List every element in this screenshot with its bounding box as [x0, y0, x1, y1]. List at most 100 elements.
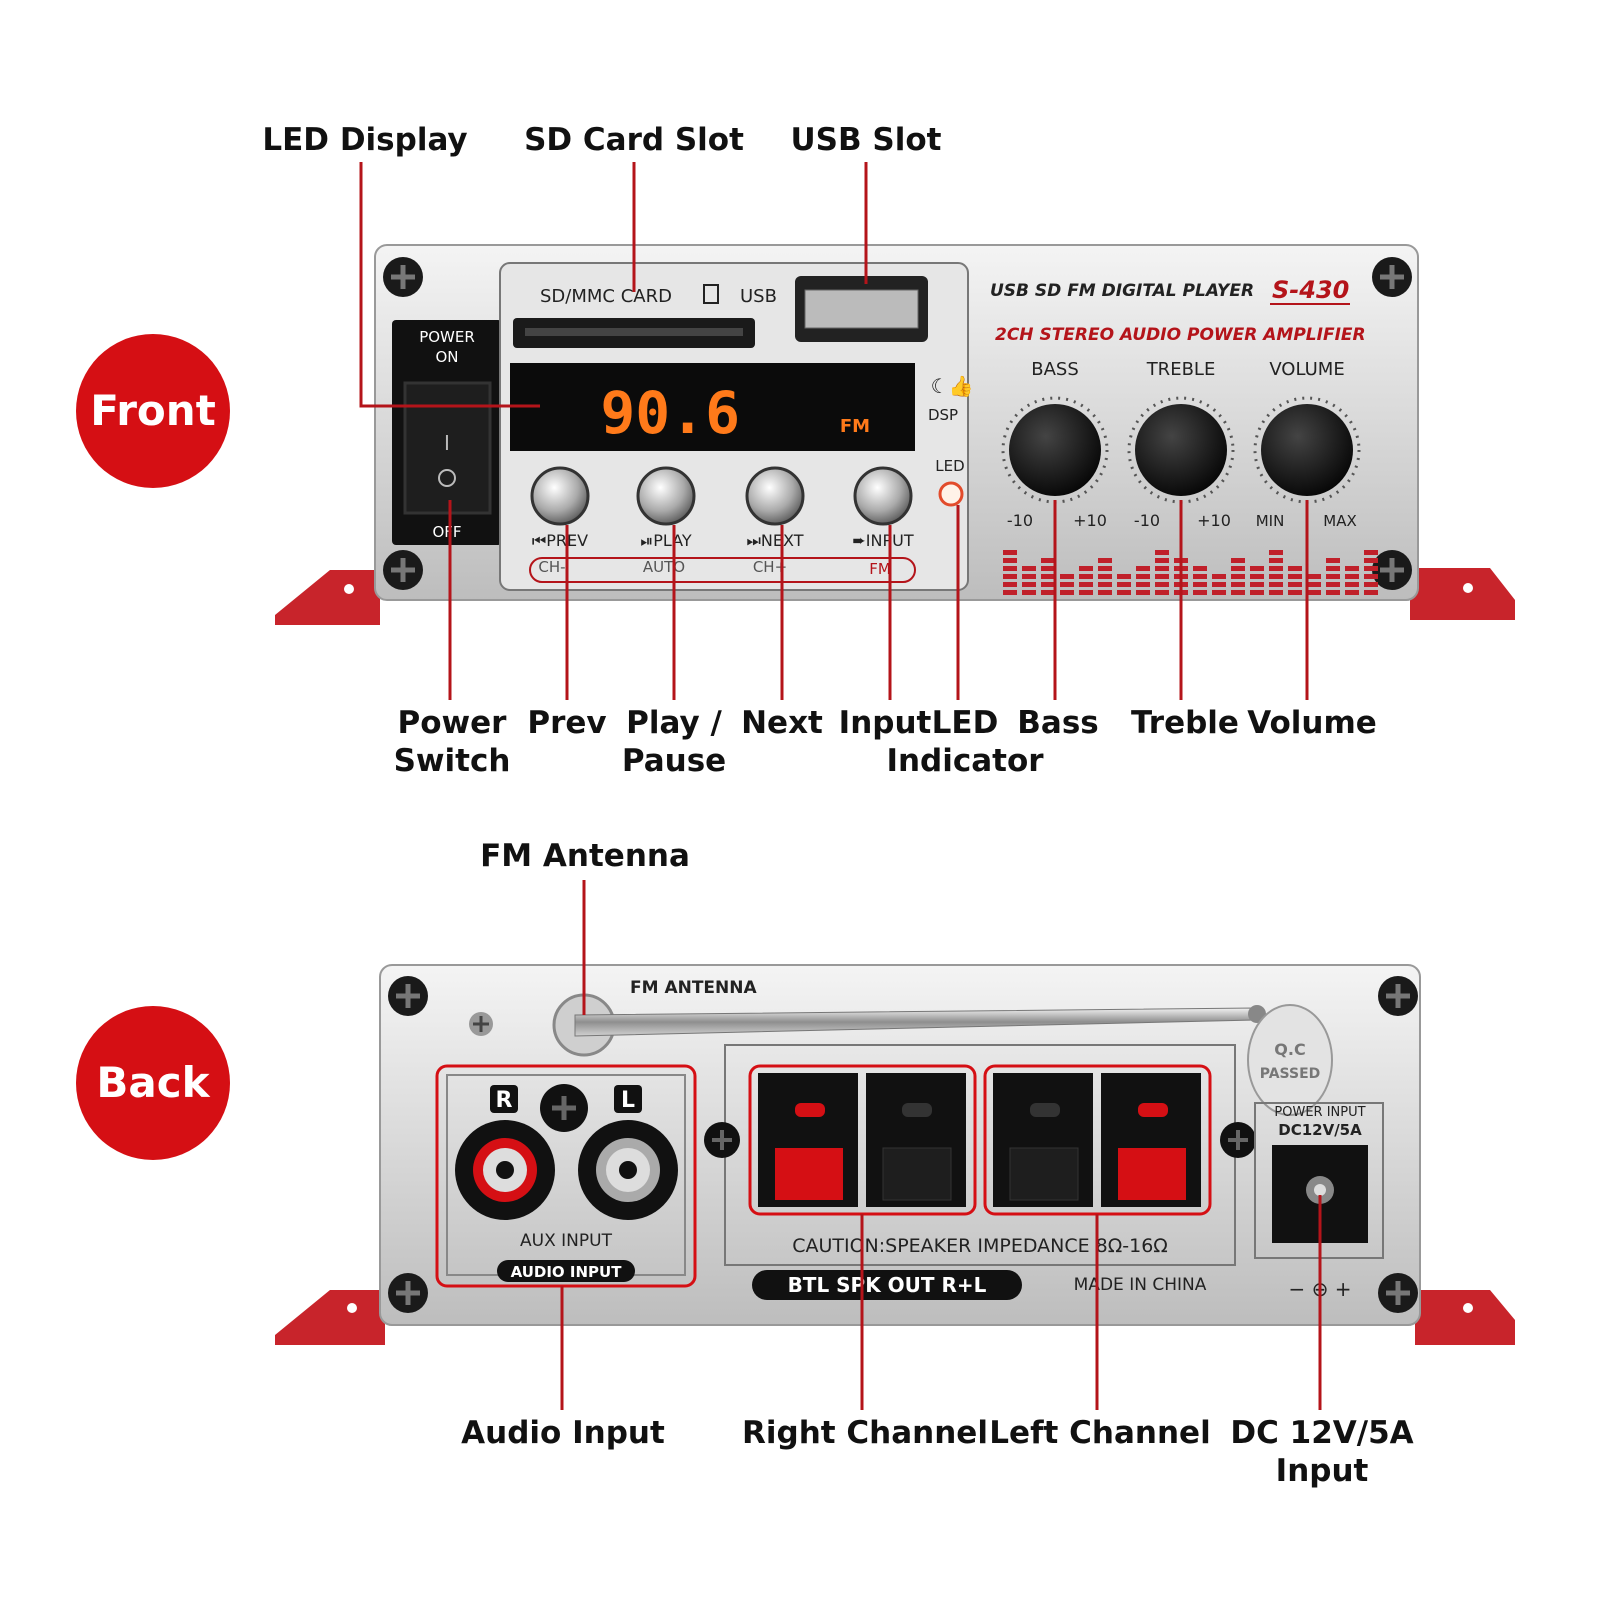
aux-input-label: AUX INPUT — [520, 1231, 613, 1251]
eq-bar-segment — [1307, 590, 1321, 595]
volume-knob-body[interactable] — [1261, 404, 1353, 496]
eq-bar-segment — [1307, 574, 1321, 579]
sd-card-label: SD/MMC CARD — [540, 286, 672, 307]
screw-icon — [388, 976, 428, 1016]
play-pause-button[interactable]: ⏯PLAY AUTO — [636, 466, 696, 576]
eq-bar-segment — [1041, 574, 1055, 579]
eq-bar-segment — [1117, 574, 1131, 579]
eq-bar-segment — [1098, 566, 1112, 571]
fm-antenna-label: FM ANTENNA — [630, 978, 757, 998]
led-label: LED — [935, 457, 964, 475]
treble-knob-body[interactable] — [1135, 404, 1227, 496]
next-button-sublabel: CH+ — [753, 558, 787, 576]
eq-bar-segment — [1079, 574, 1093, 579]
eq-bar-segment — [1326, 558, 1340, 563]
eq-bar-segment — [1364, 566, 1378, 571]
btl-tag — [752, 1270, 1022, 1300]
eq-bar-segment — [1022, 574, 1036, 579]
eq-bar-segment — [1041, 558, 1055, 563]
callout-led-1: LED — [932, 705, 999, 741]
eq-bar-segment — [1003, 550, 1017, 555]
left-channel-terminals[interactable] — [993, 1073, 1201, 1207]
screw-icon — [1372, 257, 1412, 297]
power-on-label-1: POWER — [419, 328, 475, 346]
eq-bar-segment — [1041, 590, 1055, 595]
aux-left-jack[interactable] — [578, 1120, 678, 1220]
qc-sticker-body — [1247, 1004, 1333, 1116]
input-button-sublabel: FM — [869, 560, 891, 578]
eq-bar-segment — [1269, 590, 1283, 595]
eq-bar-segment — [1250, 582, 1264, 587]
eq-bar-segment — [1212, 590, 1226, 595]
flange-hole — [344, 584, 354, 594]
eq-bar-segment — [1060, 590, 1074, 595]
screw-icon — [388, 1273, 428, 1313]
screw-icon — [704, 1122, 740, 1158]
aux-r-label: R — [496, 1088, 513, 1113]
eq-bar-segment — [1269, 558, 1283, 563]
button-sub-label-track — [529, 557, 916, 583]
callout-next: Next — [741, 705, 823, 741]
eq-bar-segment — [1022, 582, 1036, 587]
back-right-flange — [1415, 1290, 1515, 1345]
btl-label: BTL SPK OUT R+L — [788, 1273, 987, 1297]
aux-right-jack[interactable] — [455, 1120, 555, 1220]
caution-label: CAUTION:SPEAKER IMPEDANCE 8Ω-16Ω — [792, 1235, 1168, 1257]
callout-right-channel: Right Channel — [742, 1415, 988, 1451]
input-button[interactable]: ➨INPUT FM — [852, 466, 914, 578]
sd-card-slot-opening — [525, 328, 743, 336]
volume-knob[interactable]: VOLUME MIN MAX — [1253, 359, 1361, 530]
eq-bar-segment — [1250, 566, 1264, 571]
eq-bar-segment — [1231, 582, 1245, 587]
eq-bar-segment — [1136, 590, 1150, 595]
screw-icon — [383, 257, 423, 297]
eq-bar-segment — [1250, 590, 1264, 595]
back-callouts: FM Antenna Audio Input Right Channel Lef… — [461, 838, 1413, 1489]
right-channel-terminals[interactable] — [758, 1073, 966, 1207]
eq-bar-segment — [1193, 566, 1207, 571]
callout-dc-input-1: DC 12V/5A — [1230, 1415, 1413, 1451]
eq-bar-segment — [1288, 590, 1302, 595]
aux-input-highlight — [435, 1064, 697, 1288]
next-button[interactable]: ⏭NEXT CH+ — [745, 466, 805, 576]
eq-bar-segment — [1117, 590, 1131, 595]
eq-bar-segment — [1136, 574, 1150, 579]
callout-left-channel: Left Channel — [989, 1415, 1210, 1451]
front-callouts: LED Display SD Card Slot USB Slot Power … — [262, 122, 1376, 779]
callout-prev: Prev — [527, 705, 606, 741]
eq-bar-segment — [1022, 590, 1036, 595]
eq-bar-segment — [1345, 590, 1359, 595]
led-display-value: 90.6 — [600, 379, 740, 447]
sd-card-icon — [703, 284, 719, 304]
callout-power-1: Power — [398, 705, 508, 741]
eq-bar-segment — [1098, 582, 1112, 587]
eq-bar-segment — [1288, 582, 1302, 587]
bass-knob-body[interactable] — [1009, 404, 1101, 496]
treble-min-label: -10 — [1134, 511, 1160, 530]
eq-bar-segment — [1155, 550, 1169, 555]
front-unit: POWER ON I OFF SD/MMC CARD USB 90.6 FM D… — [275, 244, 1515, 625]
eq-bar-segment — [1136, 566, 1150, 571]
eq-bar-segment — [1079, 590, 1093, 595]
power-on-label-2: ON — [435, 348, 458, 366]
eq-bar-segment — [1269, 582, 1283, 587]
eq-bar-segment — [1288, 566, 1302, 571]
callout-usb-slot: USB Slot — [791, 122, 942, 158]
power-switch[interactable]: POWER ON I OFF — [392, 320, 502, 545]
screw-icon — [540, 1084, 588, 1132]
model-number: S-430 — [1272, 276, 1349, 304]
treble-knob[interactable]: TREBLE -10 +10 — [1127, 359, 1235, 530]
eq-bar-segment — [1060, 574, 1074, 579]
power-off-label: OFF — [432, 523, 461, 541]
prev-button[interactable]: ⏮PREV CH- — [530, 466, 590, 576]
screw-icon — [1220, 1122, 1256, 1158]
eq-bar-segment — [1231, 566, 1245, 571]
eq-bar-segment — [1003, 574, 1017, 579]
screw-icon — [383, 550, 423, 590]
front-left-flange — [275, 570, 380, 625]
eq-bar-segment — [1098, 590, 1112, 595]
leader-led-display — [359, 162, 540, 408]
eq-bar-segment — [1003, 558, 1017, 563]
dsp-thumb-icon: ☾👍 — [931, 374, 974, 398]
fm-antenna[interactable]: FM ANTENNA — [552, 978, 1266, 1057]
